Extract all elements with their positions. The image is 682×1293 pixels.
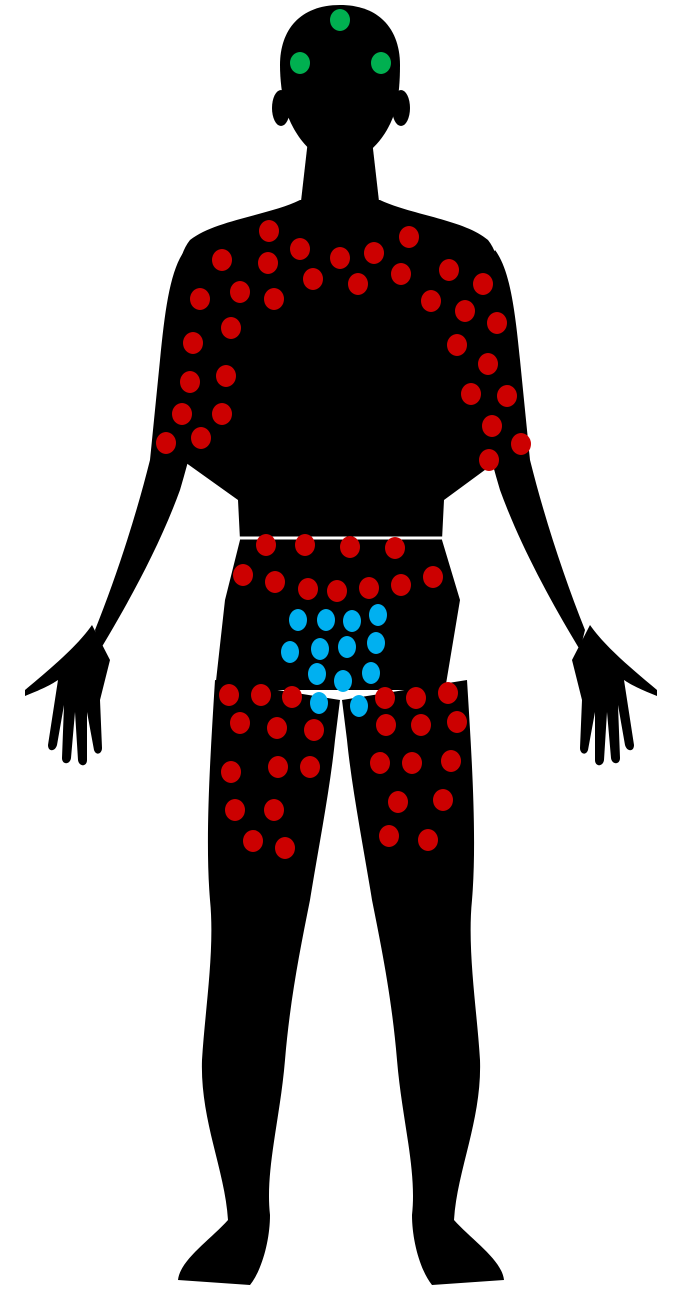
body-marker (473, 273, 493, 295)
body-marker (230, 281, 250, 303)
head-marker (371, 52, 391, 74)
body-marker (256, 534, 276, 556)
body-marker (447, 711, 467, 733)
body-marker (221, 317, 241, 339)
groin-marker (310, 692, 328, 714)
right-ear (392, 90, 410, 126)
body-marker (418, 829, 438, 851)
body-marker (402, 752, 422, 774)
groin-marker (281, 641, 299, 663)
body-marker (487, 312, 507, 334)
groin-marker (350, 695, 368, 717)
body-marker (441, 750, 461, 772)
head-marker (330, 9, 350, 31)
groin-marker (367, 632, 385, 654)
body-marker (264, 799, 284, 821)
neck (300, 140, 380, 210)
body-marker (225, 799, 245, 821)
body-marker (375, 687, 395, 709)
body-marker (265, 571, 285, 593)
body-marker (421, 290, 441, 312)
body-marker (180, 371, 200, 393)
groin-marker (343, 610, 361, 632)
groin-marker (311, 638, 329, 660)
body-marker (447, 334, 467, 356)
body-marker (304, 719, 324, 741)
body-marker (348, 273, 368, 295)
body-marker (190, 288, 210, 310)
body-marker (264, 288, 284, 310)
body-marker (479, 449, 499, 471)
body-marker (282, 686, 302, 708)
body-marker (438, 682, 458, 704)
body-marker (406, 687, 426, 709)
body-marker (511, 433, 531, 455)
body-marker (216, 365, 236, 387)
body-marker (258, 252, 278, 274)
body-marker (243, 830, 263, 852)
body-marker (359, 577, 379, 599)
body-marker (370, 752, 390, 774)
groin-marker (369, 604, 387, 626)
body-marker (298, 578, 318, 600)
body-marker (482, 415, 502, 437)
body-marker (267, 717, 287, 739)
body-marker (327, 580, 347, 602)
body-marker (391, 574, 411, 596)
head-marker (290, 52, 310, 74)
body-marker (497, 385, 517, 407)
groin-marker (308, 663, 326, 685)
body-marker (379, 825, 399, 847)
groin-marker (338, 636, 356, 658)
body-marker (391, 263, 411, 285)
groin-marker (289, 609, 307, 631)
body-marker (219, 684, 239, 706)
body-marker (388, 791, 408, 813)
body-marker (221, 761, 241, 783)
body-marker (290, 238, 310, 260)
body-marker (411, 714, 431, 736)
body-marker (303, 268, 323, 290)
body-marker (399, 226, 419, 248)
groin-marker (317, 609, 335, 631)
groin-marker (334, 670, 352, 692)
body-marker (439, 259, 459, 281)
body-marker (423, 566, 443, 588)
body-marker (433, 789, 453, 811)
body-marker (156, 432, 176, 454)
body-marker (191, 427, 211, 449)
body-marker (212, 249, 232, 271)
left-ear (272, 90, 290, 126)
body-marker (478, 353, 498, 375)
body-marker (275, 837, 295, 859)
body-marker (233, 564, 253, 586)
body-marker (385, 537, 405, 559)
body-marker (295, 534, 315, 556)
body-marker (183, 332, 203, 354)
body-marker (268, 756, 288, 778)
body-marker (212, 403, 232, 425)
body-marker (340, 536, 360, 558)
body-marker (364, 242, 384, 264)
body-marker (300, 756, 320, 778)
body-marker (330, 247, 350, 269)
body-marker (251, 684, 271, 706)
body-marker (376, 714, 396, 736)
body-marker (230, 712, 250, 734)
groin-marker (362, 662, 380, 684)
body-marker (461, 383, 481, 405)
body-marker (259, 220, 279, 242)
body-marker (172, 403, 192, 425)
body-marker (455, 300, 475, 322)
